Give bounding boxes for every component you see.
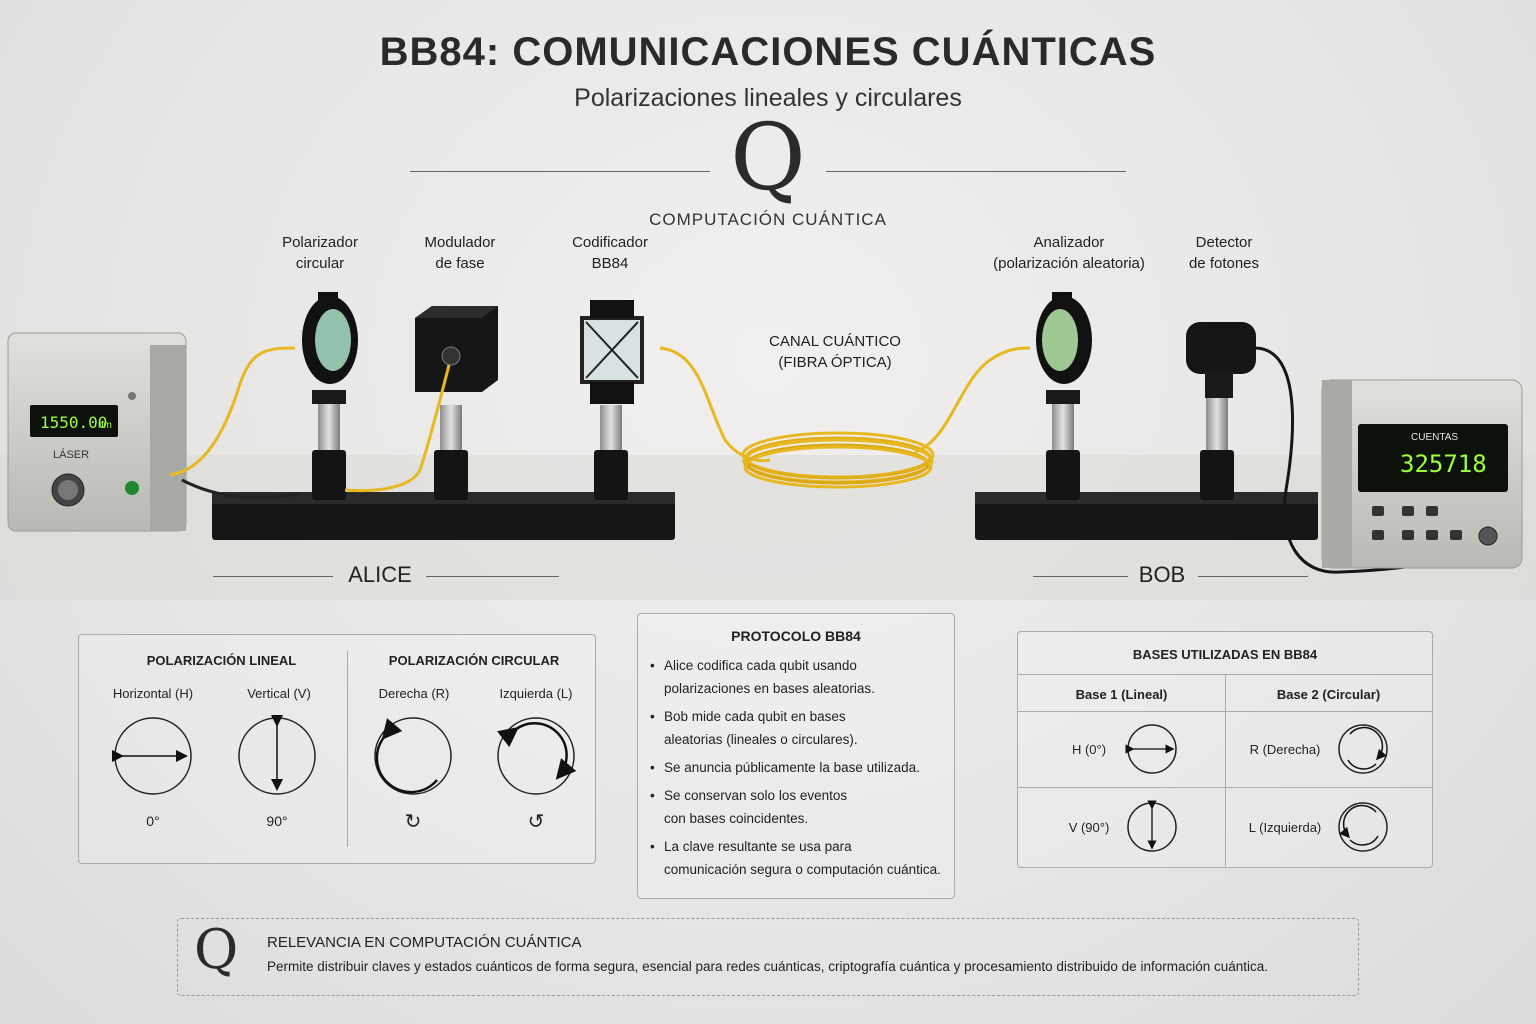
- analyzer: [1036, 292, 1092, 500]
- header-divider-left: [410, 171, 710, 172]
- photon-counter: CUENTAS 325718: [1321, 379, 1523, 569]
- relevance-q-logo: Q: [194, 918, 239, 981]
- counter-buttons[interactable]: [1372, 506, 1462, 540]
- bases-row-rule-1: [1018, 711, 1432, 712]
- protocol-step-line: con bases coincidentes.: [664, 811, 809, 826]
- base-l-label: L (Izquierda): [1248, 820, 1322, 835]
- bases-icons: [1125, 724, 1388, 852]
- horizontal-angle: 0°: [146, 813, 160, 829]
- bases-col-rule: [1225, 674, 1226, 866]
- polarization-panel: POLARIZACIÓN LINEAL POLARIZACIÓN CIRCULA…: [78, 634, 596, 864]
- optical-setup-illustration: 1550.00 nm LÁSER: [0, 292, 1536, 600]
- protocol-step-line: Se anuncia públicamente la base utilizad…: [664, 760, 920, 775]
- right-circular-label: Derecha (R): [378, 686, 450, 701]
- protocol-step: Se conservan solo los eventos con bases c…: [638, 784, 954, 830]
- label-analyzer: Analizador (polarización aleatoria): [993, 234, 1145, 272]
- panel-divider: [347, 651, 348, 847]
- page-subtitle: Polarizaciones lineales y circulares: [574, 84, 962, 112]
- laser-label: LÁSER: [53, 448, 89, 461]
- phase-modulator: [344, 306, 498, 500]
- protocol-step: Bob mide cada qubit en bases aleatorias (…: [638, 705, 954, 751]
- q-logo: Q: [730, 104, 806, 211]
- relevance-title: RELEVANCIA EN COMPUTACIÓN CUÁNTICA: [267, 934, 582, 951]
- protocol-panel: PROTOCOLO BB84 Alice codifica cada qubit…: [637, 613, 955, 899]
- bob-label: BOB: [1138, 562, 1186, 587]
- vertical-angle: 90°: [266, 813, 288, 829]
- brand-label: COMPUTACIÓN CUÁNTICA: [649, 210, 887, 229]
- left-circular-icon: [497, 717, 577, 795]
- protocol-step-line: comunicación segura o computación cuánti…: [664, 862, 941, 877]
- protocol-step-line: Se conservan solo los eventos: [664, 788, 848, 803]
- base-l-icon: [1338, 802, 1388, 852]
- label-detector: Detector de fotones: [1188, 234, 1260, 272]
- right-circular-symbol: ↻: [404, 811, 422, 833]
- laser-unit: nm: [98, 420, 112, 431]
- circular-polarizer: [302, 292, 358, 500]
- bob-breadboard: [975, 492, 1318, 540]
- vertical-polarization-icon: [238, 715, 316, 795]
- laser-power-led: [125, 481, 139, 495]
- left-circular-symbol: ↺: [527, 811, 545, 833]
- alice-line-right: [426, 576, 559, 577]
- alice-label: ALICE: [348, 562, 412, 587]
- relevance-panel: Q RELEVANCIA EN COMPUTACIÓN CUÁNTICA Per…: [177, 918, 1359, 996]
- left-circular-label: Izquierda (L): [499, 686, 573, 701]
- vertical-label: Vertical (V): [247, 686, 311, 701]
- bob-line-right: [1198, 576, 1308, 577]
- bb84-encoder: [580, 300, 644, 500]
- alice-line-left: [213, 576, 333, 577]
- base2-header: Base 2 (Circular): [1276, 687, 1381, 702]
- label-circular-polarizer: Polarizador circular: [282, 234, 358, 272]
- bases-row-rule-2: [1018, 787, 1432, 788]
- fiber-laser: [169, 346, 296, 477]
- linear-polarization-title: POLARIZACIÓN LINEAL: [146, 653, 297, 668]
- bases-title: BASES UTILIZADAS EN BB84: [1132, 647, 1318, 662]
- counter-value: 325718: [1400, 450, 1487, 478]
- protocol-step: La clave resultante se usa para comunicac…: [638, 835, 954, 881]
- horizontal-label: Horizontal (H): [112, 686, 194, 701]
- header-divider-right: [826, 171, 1126, 172]
- protocol-step-line: Bob mide cada qubit en bases: [664, 709, 846, 724]
- page-title: BB84: COMUNICACIONES CUÁNTICAS: [379, 30, 1157, 74]
- counter-label: CUENTAS: [1411, 432, 1458, 443]
- protocol-steps: Alice codifica cada qubit usando polariza…: [638, 654, 954, 886]
- base1-header: Base 1 (Lineal): [1075, 687, 1168, 702]
- laser-wavelength-readout: 1550.00: [40, 413, 107, 432]
- circular-polarization-title: POLARIZACIÓN CIRCULAR: [388, 653, 560, 668]
- protocol-step: Se anuncia públicamente la base utilizad…: [638, 756, 954, 779]
- bob-line-left: [1033, 576, 1128, 577]
- label-quantum-channel: CANAL CUÁNTICO (FIBRA ÓPTICA): [769, 333, 901, 371]
- protocol-title: PROTOCOLO BB84: [731, 628, 861, 644]
- horizontal-polarization-icon: [112, 717, 192, 795]
- protocol-step-line: polarizaciones en bases aleatorias.: [664, 681, 875, 696]
- quantum-channel-fiber: [659, 346, 1031, 489]
- counter-connector: [1478, 526, 1498, 546]
- photon-detector: [1186, 322, 1491, 574]
- base-r-icon: [1338, 724, 1388, 774]
- right-circular-icon: [374, 717, 452, 795]
- protocol-step-line: Alice codifica cada qubit usando: [664, 658, 857, 673]
- protocol-step: Alice codifica cada qubit usando polariza…: [638, 654, 954, 700]
- polarization-diagrams: [112, 715, 577, 795]
- base-v-label: V (90°): [1068, 820, 1110, 835]
- bases-panel: BASES UTILIZADAS EN BB84 Base 1 (Lineal)…: [1017, 631, 1433, 868]
- laser-source: 1550.00 nm LÁSER: [7, 332, 187, 532]
- label-phase-modulator: Modulador de fase: [424, 234, 496, 272]
- protocol-step-line: aleatorias (lineales o circulares).: [664, 732, 858, 747]
- label-encoder: Codificador BB84: [572, 234, 648, 272]
- protocol-step-line: La clave resultante se usa para: [664, 839, 852, 854]
- base-v-icon: [1127, 800, 1177, 852]
- base-h-label: H (0°): [1071, 742, 1107, 757]
- relevance-text: Permite distribuir claves y estados cuán…: [267, 959, 1269, 974]
- base-r-label: R (Derecha): [1249, 742, 1321, 757]
- base-h-icon: [1125, 724, 1177, 774]
